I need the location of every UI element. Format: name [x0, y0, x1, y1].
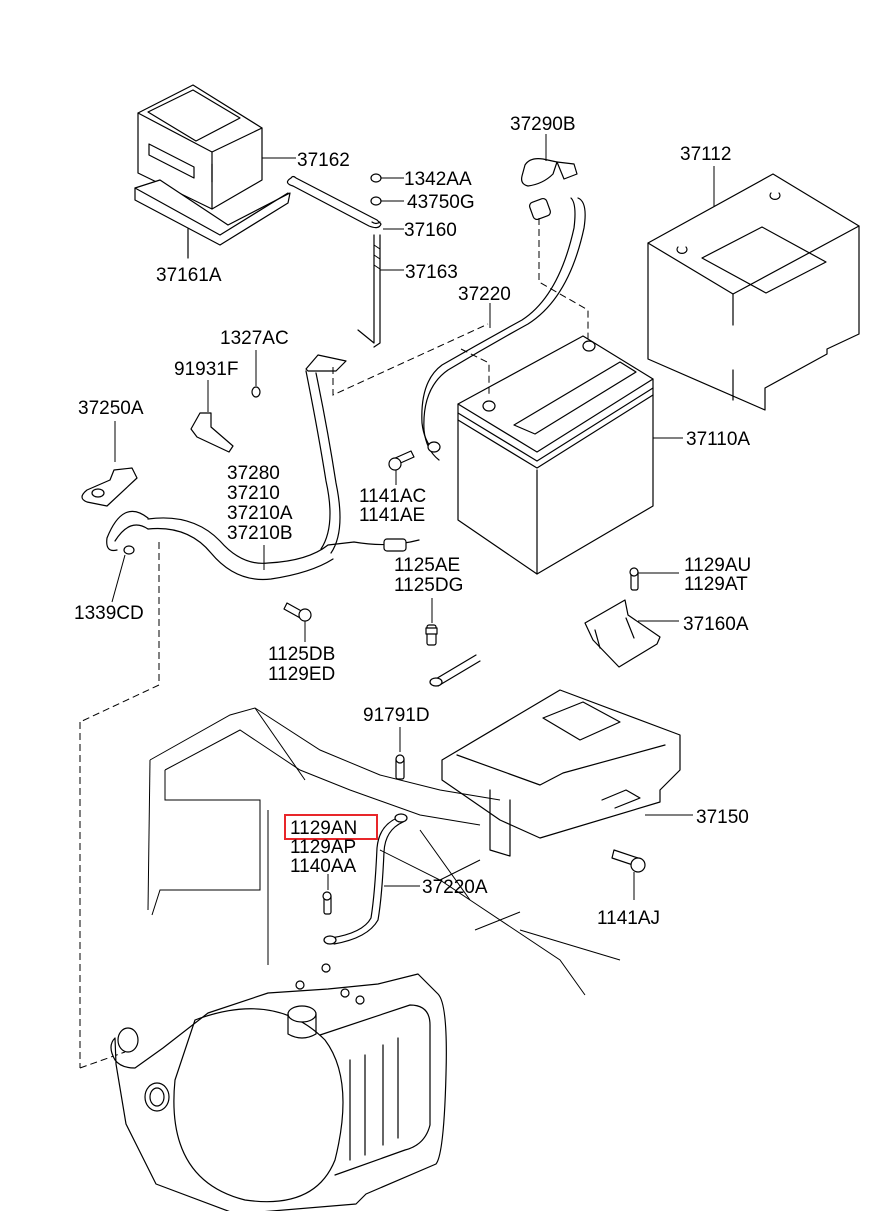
label-37161A[interactable]: 37161A	[156, 265, 222, 286]
label-37280[interactable]: 37280	[227, 463, 280, 484]
bolt-1129AU[interactable]	[629, 567, 639, 591]
label-37160[interactable]: 37160	[404, 220, 457, 241]
label-37220[interactable]: 37220	[458, 284, 511, 305]
clamp-37250A[interactable]	[81, 467, 138, 507]
label-37162[interactable]: 37162	[297, 150, 350, 171]
battery-cable-harness-37210[interactable]	[106, 354, 420, 581]
label-1141AC[interactable]: 1141AC	[359, 486, 426, 507]
bolt-1141AJ[interactable]	[611, 849, 646, 873]
label-1141AE[interactable]: 1141AE	[359, 505, 425, 526]
ground-cable-37220A[interactable]	[323, 813, 408, 945]
label-43750G[interactable]: 43750G	[407, 192, 475, 213]
hold-down-bar-37160[interactable]	[286, 175, 382, 229]
bolt-91791D[interactable]	[395, 754, 405, 780]
label-1342AA[interactable]: 1342AA	[404, 169, 472, 190]
label-37150[interactable]: 37150	[696, 807, 749, 828]
label-1327AC[interactable]: 1327AC	[220, 328, 289, 349]
battery-37110A[interactable]	[457, 335, 654, 575]
label-91791D[interactable]: 91791D	[363, 705, 430, 726]
label-37160A[interactable]: 37160A	[683, 614, 749, 635]
battery-tray-37150[interactable]	[441, 689, 681, 857]
label-1140AA[interactable]: 1140AA	[290, 856, 357, 877]
label-37250A[interactable]: 37250A	[78, 398, 144, 419]
transaxle-assembly	[110, 963, 447, 1211]
label-1125AE[interactable]: 1125AE	[394, 555, 460, 576]
label-1129AN[interactable]: 1129AN	[290, 818, 357, 839]
label-1339CD[interactable]: 1339CD	[74, 603, 144, 624]
label-1125DG[interactable]: 1125DG	[394, 575, 463, 596]
bracket-91931F[interactable]	[190, 412, 234, 453]
label-1129AP[interactable]: 1129AP	[290, 837, 356, 858]
battery-insulation-box-37112[interactable]	[647, 173, 860, 411]
label-37163[interactable]: 37163	[405, 262, 458, 283]
battery-bracket-37160A[interactable]	[584, 599, 661, 668]
ground-strap-end	[429, 654, 481, 687]
label-1129AU[interactable]: 1129AU	[684, 555, 751, 576]
body-panel-outline	[147, 707, 621, 996]
positive-cable-37220[interactable]	[421, 197, 586, 461]
bolt-1141AC[interactable]	[388, 450, 415, 471]
nut-1342AA[interactable]	[370, 173, 382, 183]
hold-down-rod-37163[interactable]	[357, 234, 381, 348]
label-37290B[interactable]: 37290B	[510, 114, 576, 135]
highlight-box-1129AN	[284, 814, 378, 840]
label-1141AJ[interactable]: 1141AJ	[597, 908, 660, 929]
label-37112[interactable]: 37112	[680, 144, 731, 165]
washer-43750G[interactable]	[370, 196, 382, 206]
label-1125DB[interactable]: 1125DB	[268, 644, 335, 665]
label-37210[interactable]: 37210	[227, 483, 280, 504]
label-37110A[interactable]: 37110A	[686, 429, 750, 450]
label-37210A[interactable]: 37210A	[227, 503, 293, 524]
bolt-1125AE[interactable]	[425, 624, 438, 646]
label-1129AT[interactable]: 1129AT	[684, 574, 748, 595]
battery-tray-pad-37161A[interactable]	[134, 179, 291, 259]
battery-insulator-cover-37162[interactable]	[137, 84, 263, 210]
label-37220A[interactable]: 37220A	[422, 877, 488, 898]
label-91931F[interactable]: 91931F	[174, 359, 238, 380]
label-1129ED[interactable]: 1129ED	[268, 664, 335, 685]
bolt-1125DB[interactable]	[283, 602, 312, 622]
nut-1327AC[interactable]	[251, 386, 261, 398]
label-37210B[interactable]: 37210B	[227, 523, 293, 544]
bolt-1129AN[interactable]	[322, 891, 332, 915]
terminal-cap-37290B[interactable]	[521, 158, 578, 187]
